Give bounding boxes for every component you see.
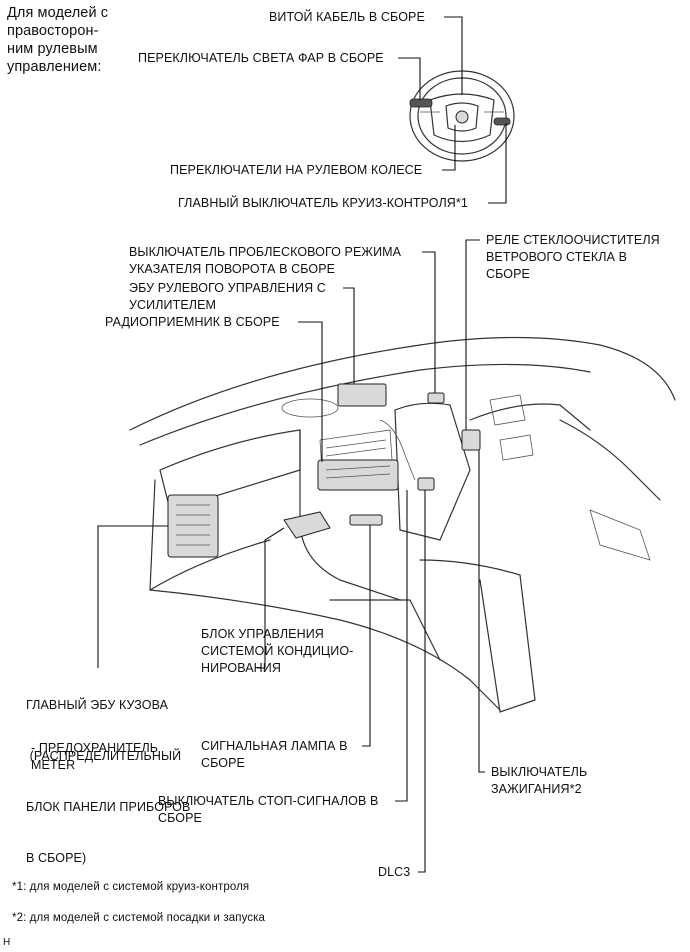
signal-lamp-line-1: СИГНАЛЬНАЯ ЛАМПА В <box>201 739 348 753</box>
hazard-line-1: ВЫКЛЮЧАТЕЛЬ ПРОБЛЕСКОВОГО РЕЖИМА <box>129 245 402 259</box>
wiper-line-1: РЕЛЕ СТЕКЛООЧИСТИТЕЛЯ <box>486 233 660 247</box>
body-ecu-line-2: (РАСПРЕДЕЛИТЕЛЬНЫЙ <box>26 749 182 763</box>
wiper-line-2: ВЕТРОВОГО СТЕКЛА В <box>486 250 628 264</box>
label-power-steering-ecu: ЭБУ РУЛЕВОГО УПРАВЛЕНИЯ С УСИЛИТЕЛЕМ <box>129 280 326 314</box>
footnote-2: *2: для моделей с системой посадки и зап… <box>12 912 266 924</box>
rhd-note-line-2: правосторон- <box>7 23 99 39</box>
corner-mark: H <box>3 937 11 948</box>
fuse-line-2: METER <box>31 758 76 772</box>
label-wiper-relay: РЕЛЕ СТЕКЛООЧИСТИТЕЛЯ ВЕТРОВОГО СТЕКЛА В… <box>486 232 660 283</box>
rhd-note-line-3: ним рулевым <box>7 41 98 57</box>
label-signal-lamp: СИГНАЛЬНАЯ ЛАМПА В СБОРЕ <box>201 738 348 772</box>
hazard-line-2: УКАЗАТЕЛЯ ПОВОРОТА В СБОРЕ <box>129 262 336 276</box>
body-ecu-line-3: БЛОК ПАНЕЛИ ПРИБОРОВ <box>26 800 191 814</box>
label-ignition-switch: ВЫКЛЮЧАТЕЛЬ ЗАЖИГАНИЯ*2 <box>491 764 587 798</box>
body-ecu-line-1: ГЛАВНЫЙ ЭБУ КУЗОВА <box>26 698 169 712</box>
instrument-panel-illustration <box>129 336 676 713</box>
footnote-1: *1: для моделей с системой круиз-контрол… <box>12 881 250 893</box>
label-fuse-meter: - ПРЕДОХРАНИТЕЛЬ METER <box>31 740 158 774</box>
ps-ecu-line-1: ЭБУ РУЛЕВОГО УПРАВЛЕНИЯ С <box>129 281 326 295</box>
fuse-line-1: - ПРЕДОХРАНИТЕЛЬ <box>31 741 159 755</box>
label-headlight-switch: ПЕРЕКЛЮЧАТЕЛЬ СВЕТА ФАР В СБОРЕ <box>138 51 384 65</box>
rhd-model-note: Для моделей с правосторон- ним рулевым у… <box>7 4 108 76</box>
rhd-note-line-1: Для моделей с <box>7 5 109 21</box>
label-spiral-cable: ВИТОЙ КАБЕЛЬ В СБОРЕ <box>269 10 425 24</box>
ignition-line-2: ЗАЖИГАНИЯ*2 <box>491 782 582 796</box>
stop-lamp-line-1: ВЫКЛЮЧАТЕЛЬ СТОП-СИГНАЛОВ В <box>158 794 379 808</box>
ac-line-3: НИРОВАНИЯ <box>201 661 281 675</box>
signal-lamp-line-2: СБОРЕ <box>201 756 245 770</box>
ignition-line-1: ВЫКЛЮЧАТЕЛЬ <box>491 765 588 779</box>
label-hazard-switch: ВЫКЛЮЧАТЕЛЬ ПРОБЛЕСКОВОГО РЕЖИМА УКАЗАТЕ… <box>129 244 401 278</box>
ps-ecu-line-2: УСИЛИТЕЛЕМ <box>129 298 217 312</box>
label-dlc3: DLC3 <box>378 865 411 879</box>
label-ac-control: БЛОК УПРАВЛЕНИЯ СИСТЕМОЙ КОНДИЦИО- НИРОВ… <box>201 626 353 677</box>
label-main-body-ecu: ГЛАВНЫЙ ЭБУ КУЗОВА (РАСПРЕДЕЛИТЕЛЬНЫЙ БЛ… <box>26 663 190 884</box>
rhd-note-line-4: управлением: <box>7 59 102 75</box>
ac-line-2: СИСТЕМОЙ КОНДИЦИО- <box>201 644 354 658</box>
label-cruise-main-switch: ГЛАВНЫЙ ВЫКЛЮЧАТЕЛЬ КРУИЗ-КОНТРОЛЯ*1 <box>178 196 468 210</box>
label-stop-lamp-switch: ВЫКЛЮЧАТЕЛЬ СТОП-СИГНАЛОВ В СБОРЕ <box>158 793 378 827</box>
label-steering-pad-switches: ПЕРЕКЛЮЧАТЕЛИ НА РУЛЕВОМ КОЛЕСЕ <box>170 163 423 177</box>
ac-line-1: БЛОК УПРАВЛЕНИЯ <box>201 627 324 641</box>
body-ecu-line-4: В СБОРЕ) <box>26 851 87 865</box>
leader-lines <box>97 16 507 873</box>
wiper-line-3: СБОРЕ <box>486 267 530 281</box>
stop-lamp-line-2: СБОРЕ <box>158 811 202 825</box>
label-radio-receiver: РАДИОПРИЕМНИК В СБОРЕ <box>105 315 280 329</box>
